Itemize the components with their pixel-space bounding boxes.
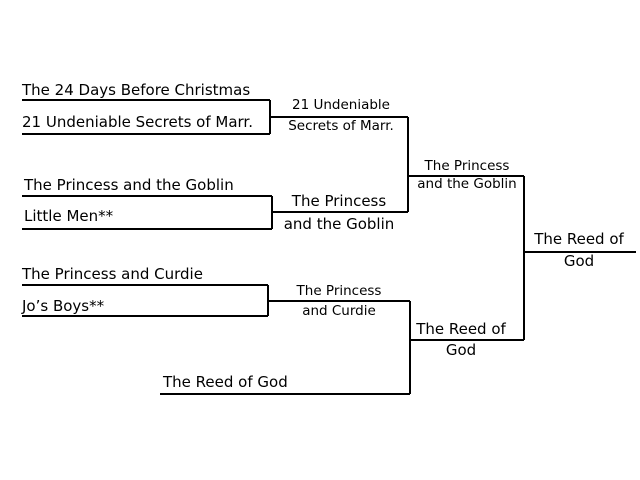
entry-24-days-before-christmas: The 24 Days Before Christmas — [22, 81, 251, 99]
round2-winner-1-line1: 21 Undeniable — [292, 97, 390, 113]
round2-winner-2-line1: The Princess — [291, 192, 387, 210]
round2-winner-3-line2: and Curdie — [302, 302, 376, 319]
round3-winner-2: The Reed of God — [406, 320, 516, 360]
final-winner: The Reed of God — [526, 230, 632, 271]
entry-reed-of-god: The Reed of God — [163, 373, 288, 391]
round2-winner-1-line2: Secrets of Marr. — [288, 117, 394, 134]
entry-princess-and-goblin: The Princess and the Goblin — [24, 176, 234, 194]
round2-winner-2: The Princess and the Goblin — [274, 192, 404, 234]
round3-winner-1-line1: The Princess — [424, 158, 510, 174]
round2-winner-2-line2: and the Goblin — [283, 215, 395, 234]
entry-princess-and-curdie: The Princess and Curdie — [22, 265, 203, 283]
round3-winner-1-line2: and the Goblin — [417, 175, 517, 192]
entry-21-undeniable-secrets: 21 Undeniable Secrets of Marr. — [22, 113, 253, 131]
round2-winner-3-line1: The Princess — [296, 283, 382, 299]
round2-winner-3: The Princess and Curdie — [274, 283, 404, 319]
round3-winner-1: The Princess and the Goblin — [412, 158, 522, 192]
round2-winner-1: 21 Undeniable Secrets of Marr. — [276, 97, 406, 134]
entry-jos-boys: Jo’s Boys** — [22, 297, 105, 315]
round3-winner-2-line2: God — [445, 341, 477, 360]
entry-little-men: Little Men** — [24, 207, 114, 225]
round3-winner-2-line1: The Reed of — [416, 320, 506, 338]
final-winner-line1: The Reed of — [534, 230, 624, 248]
final-winner-line2: God — [563, 252, 595, 271]
